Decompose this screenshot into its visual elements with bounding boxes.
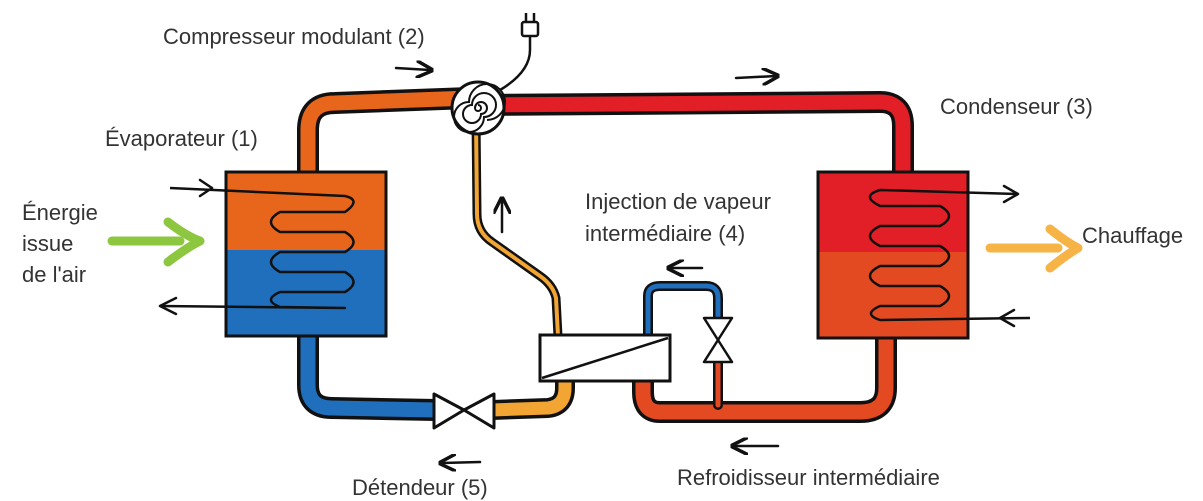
- flow-arrow-right-icon: [734, 76, 776, 78]
- pipe-compressor-to-condenser: [469, 91, 914, 189]
- expansion-valve-label: Détendeur (5): [352, 475, 488, 500]
- injection-valve-icon: [702, 316, 734, 364]
- pipe-injection-loop: [643, 281, 723, 340]
- subcooler-label: Refroidisseur intermédiaire: [677, 465, 940, 490]
- pipe-condenser-to-subcooler: [632, 329, 897, 423]
- subcooler-exchanger: [538, 333, 672, 383]
- heating-label: Chauffage: [1082, 223, 1184, 248]
- power-plug-icon: [499, 13, 540, 92]
- energy-label-line1: Énergie: [22, 200, 98, 225]
- condenser-coil: [868, 188, 1031, 322]
- injection-label-line2: intermédiaire (4): [585, 221, 746, 246]
- energy-label-line2: issue: [22, 231, 74, 256]
- pipe-injection-to-compressor: [471, 115, 563, 341]
- injection-label-line1: Injection de vapeur: [585, 189, 771, 214]
- pipe-evaporator-to-compressor: [297, 87, 481, 186]
- energy-input-arrow: [107, 217, 205, 267]
- flow-arrows: [394, 68, 778, 463]
- energy-label-line3: de l'air: [22, 262, 87, 287]
- pipe-valve-to-subcooler: [482, 366, 575, 420]
- compressor-spiral-icon: [450, 80, 506, 136]
- flow-arrow-right-icon: [394, 68, 430, 70]
- flow-arrow-left-icon: [442, 462, 482, 463]
- evaporator-label: Évaporateur (1): [105, 126, 258, 151]
- heating-output-arrow: [985, 224, 1083, 273]
- condenser-unit: [816, 170, 1031, 340]
- expansion-valve-icon: [432, 392, 496, 430]
- compressor-label: Compresseur modulant (2): [163, 24, 425, 49]
- evaporator-unit: [158, 170, 388, 338]
- pipe-evaporator-to-valve: [297, 324, 447, 421]
- evaporator-coil: [159, 186, 355, 310]
- condenser-label: Condenseur (3): [940, 94, 1093, 119]
